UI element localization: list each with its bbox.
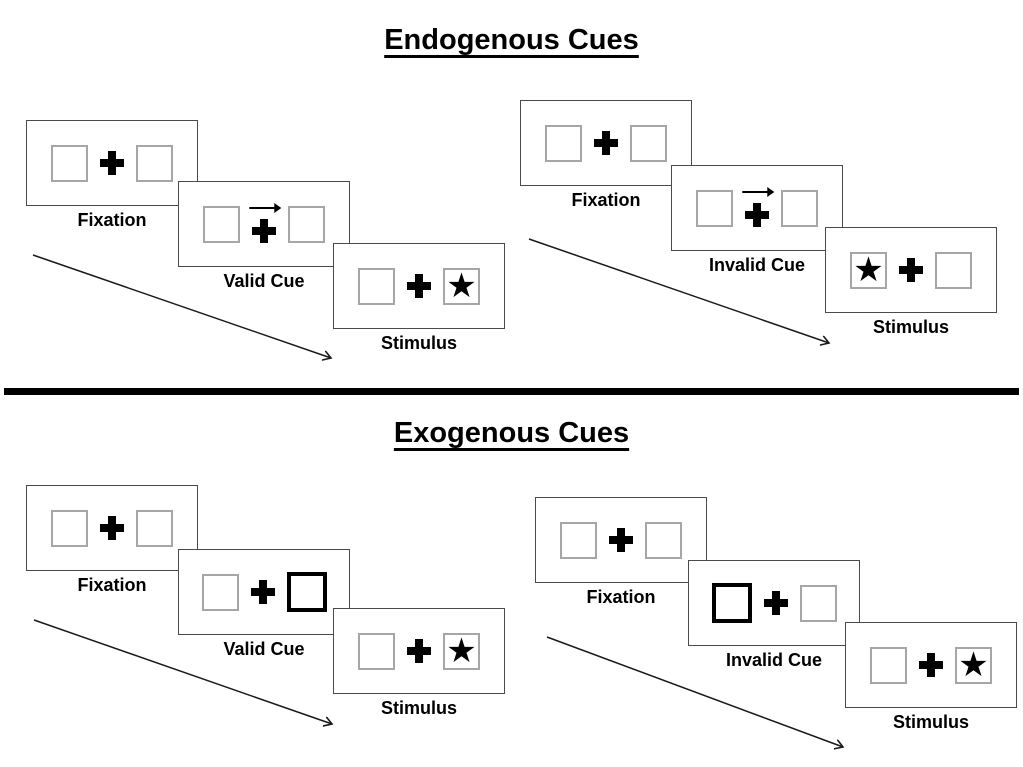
time-arrow-exogenous-valid xyxy=(33,619,332,724)
star-stimulus-box: ★ xyxy=(443,267,480,305)
panel-exogenous-valid-fixation: Fixation xyxy=(26,485,198,595)
fixation-cross-wrap xyxy=(250,580,275,604)
fixation-cross-wrap xyxy=(249,203,282,243)
fixation-cross-icon xyxy=(250,580,275,604)
fixation-cross-icon xyxy=(899,258,923,282)
fixation-cross-wrap xyxy=(609,528,633,552)
panel-label: Invalid Cue xyxy=(725,650,823,670)
left-placeholder-box xyxy=(870,646,907,684)
cue-arrow-icon xyxy=(742,187,775,197)
panel-exogenous-valid-cue: Valid Cue xyxy=(178,549,350,659)
right-placeholder-box xyxy=(136,509,173,547)
left-placeholder-box xyxy=(51,144,88,182)
panel-label: Invalid Cue xyxy=(708,255,806,275)
right-placeholder-box xyxy=(799,584,837,622)
fixation-cross-icon xyxy=(609,528,633,552)
panel-label: Valid Cue xyxy=(223,639,305,659)
right-placeholder-box xyxy=(935,251,972,289)
section-divider xyxy=(4,388,1019,395)
panel-endogenous-invalid-fixation: Fixation xyxy=(520,100,692,210)
panel-exogenous-valid-stimulus: ★ Stimulus xyxy=(333,608,505,718)
fixation-cross-icon xyxy=(745,203,769,227)
time-arrow-endogenous-valid xyxy=(32,254,331,358)
panel-endogenous-valid-stimulus: ★ Stimulus xyxy=(333,243,505,353)
panel-label: Stimulus xyxy=(872,317,949,337)
left-placeholder-box xyxy=(358,267,395,305)
fixation-cross-icon xyxy=(407,274,431,298)
fixation-cross-wrap xyxy=(763,591,788,615)
section-title-exogenous: Exogenous Cues xyxy=(393,417,630,449)
fixation-cross-icon xyxy=(407,639,431,663)
fixation-cross-icon xyxy=(594,131,618,155)
right-placeholder-box xyxy=(630,124,667,162)
left-placeholder-box xyxy=(358,632,395,670)
panel-label: Fixation xyxy=(586,587,656,607)
right-placeholder-box xyxy=(645,521,682,559)
left-placeholder-box xyxy=(545,124,582,162)
right-placeholder-box xyxy=(136,144,173,182)
panel-endogenous-invalid-cue: Invalid Cue xyxy=(671,165,843,275)
bold-cue-box xyxy=(711,583,752,623)
star-stimulus-box: ★ xyxy=(955,646,992,684)
fixation-cross-icon xyxy=(763,591,788,615)
left-placeholder-box xyxy=(696,189,733,227)
left-placeholder-box xyxy=(51,509,88,547)
panel-endogenous-valid-fixation: Fixation xyxy=(26,120,198,230)
panel-exogenous-invalid-fixation: Fixation xyxy=(535,497,707,607)
cue-arrow-icon xyxy=(249,203,282,213)
fixation-cross-wrap xyxy=(742,187,775,227)
time-arrow-endogenous-invalid xyxy=(528,238,829,343)
fixation-cross-icon xyxy=(100,516,124,540)
fixation-cross-wrap xyxy=(594,131,618,155)
fixation-cross-wrap xyxy=(407,274,431,298)
fixation-cross-wrap xyxy=(407,639,431,663)
panel-label: Fixation xyxy=(77,575,147,595)
section-title-endogenous: Endogenous Cues xyxy=(384,24,639,56)
panel-label: Valid Cue xyxy=(223,271,305,291)
panel-exogenous-invalid-stimulus: ★ Stimulus xyxy=(845,622,1017,732)
panel-label: Stimulus xyxy=(380,698,457,718)
time-arrow-exogenous-invalid xyxy=(546,636,843,747)
left-placeholder-box xyxy=(560,521,597,559)
right-placeholder-box xyxy=(288,205,325,243)
star-stimulus-box: ★ xyxy=(850,251,887,289)
star-stimulus-box: ★ xyxy=(443,632,480,670)
fixation-cross-icon xyxy=(919,653,943,677)
fixation-cross-icon xyxy=(100,151,124,175)
panel-label: Fixation xyxy=(571,190,641,210)
panel-endogenous-valid-cue: Valid Cue xyxy=(178,181,350,291)
fixation-cross-wrap xyxy=(100,151,124,175)
bold-cue-box xyxy=(286,572,327,612)
fixation-cross-wrap xyxy=(919,653,943,677)
panel-endogenous-invalid-stimulus: ★ Stimulus xyxy=(825,227,997,337)
fixation-cross-wrap xyxy=(899,258,923,282)
panel-exogenous-invalid-cue: Invalid Cue xyxy=(688,560,860,670)
right-placeholder-box xyxy=(781,189,818,227)
left-placeholder-box xyxy=(203,205,240,243)
left-placeholder-box xyxy=(201,573,239,611)
panel-label: Stimulus xyxy=(380,333,457,353)
fixation-cross-wrap xyxy=(100,516,124,540)
fixation-cross-icon xyxy=(252,219,276,243)
panel-label: Fixation xyxy=(77,210,147,230)
panel-label: Stimulus xyxy=(892,712,969,732)
